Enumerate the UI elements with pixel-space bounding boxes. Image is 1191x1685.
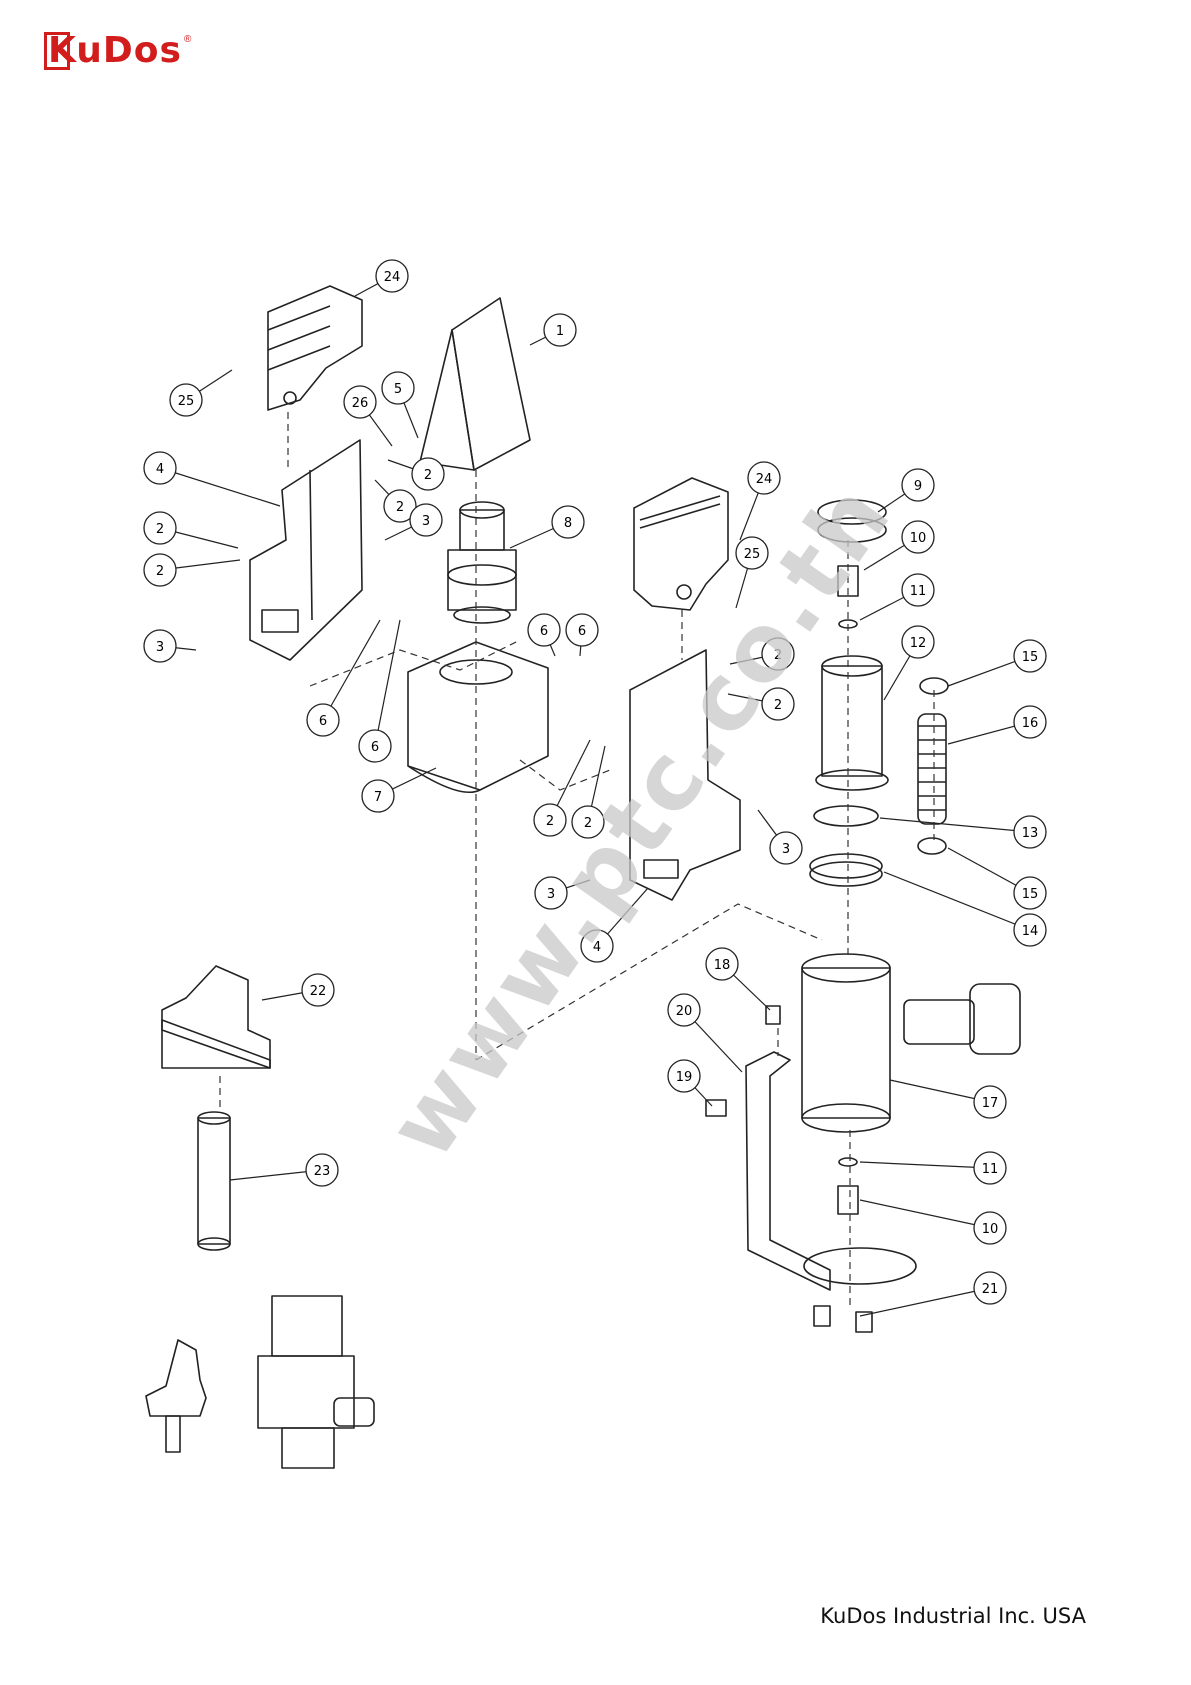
callout-15: 15 [948,640,1046,686]
callout-12: 12 [884,626,934,700]
svg-text:25: 25 [178,394,195,409]
svg-text:23: 23 [314,1164,331,1179]
assembled-tool-view [258,1296,374,1468]
callout-15: 15 [948,848,1046,909]
svg-text:18: 18 [714,958,731,973]
svg-text:9: 9 [914,479,922,494]
callout-3: 3 [758,810,802,864]
svg-text:17: 17 [982,1096,999,1111]
svg-text:24: 24 [756,472,773,487]
callout-1: 1 [530,314,576,346]
callout-2: 2 [388,458,444,490]
svg-text:22: 22 [310,984,327,999]
part-4-left-frame [250,440,362,660]
callout-23: 23 [230,1154,338,1186]
callout-6: 6 [528,614,560,656]
footer-company: KuDos Industrial Inc. USA [820,1604,1086,1628]
part-14-gland [810,854,882,886]
svg-text:15: 15 [1022,887,1039,902]
part-13-seal [814,806,878,826]
svg-text:11: 11 [910,584,927,599]
svg-text:3: 3 [422,514,430,529]
part-12-cylinder-sleeve [816,656,888,790]
svg-text:6: 6 [578,624,586,639]
callout-2: 2 [375,480,416,522]
svg-text:13: 13 [1022,826,1039,841]
callout-22: 22 [262,974,334,1006]
svg-text:2: 2 [156,564,164,579]
callout-4: 4 [144,452,280,506]
part-1-wedge [420,298,530,470]
part-8-piston [448,502,516,623]
callout-18: 18 [706,948,770,1010]
svg-text:6: 6 [319,714,327,729]
part-24-right-jaw [634,478,728,610]
svg-text:2: 2 [546,814,554,829]
part-11-oring-lower [839,1158,857,1166]
svg-text:19: 19 [676,1070,693,1085]
callout-5: 5 [382,372,418,438]
svg-text:8: 8 [564,516,572,531]
svg-text:12: 12 [910,636,927,651]
callout-6: 6 [359,620,400,762]
part-21-screws [814,1306,872,1332]
svg-text:2: 2 [396,500,404,515]
callout-2: 2 [144,554,240,586]
part-23-pin [198,1112,230,1250]
svg-text:3: 3 [782,842,790,857]
callout-21: 21 [860,1272,1006,1316]
svg-text:4: 4 [156,462,164,477]
svg-text:3: 3 [156,640,164,655]
callout-10: 10 [860,1200,1006,1244]
callout-24: 24 [740,462,780,540]
callout-24: 24 [355,260,408,296]
callout-6: 6 [566,614,598,656]
svg-text:24: 24 [384,270,401,285]
callout-6: 6 [307,620,380,736]
svg-text:5: 5 [394,382,402,397]
part-10-bolt-lower [838,1186,858,1214]
callout-3: 3 [144,630,196,662]
svg-text:2: 2 [156,522,164,537]
svg-text:15: 15 [1022,650,1039,665]
svg-text:21: 21 [982,1282,999,1297]
svg-text:7: 7 [374,790,382,805]
callout-19: 19 [668,1060,712,1106]
callout-13: 13 [880,816,1046,848]
part-16-spring [918,714,946,824]
svg-text:11: 11 [982,1162,999,1177]
assembled-jaw-view [146,1340,206,1452]
svg-text:2: 2 [424,468,432,483]
svg-text:26: 26 [352,396,369,411]
svg-text:10: 10 [982,1222,999,1237]
callout-2: 2 [144,512,238,548]
svg-text:10: 10 [910,531,927,546]
callout-25: 25 [170,370,232,416]
svg-text:1: 1 [556,324,564,339]
svg-text:20: 20 [676,1004,693,1019]
svg-text:6: 6 [371,740,379,755]
callout-7: 7 [362,768,436,812]
callout-11: 11 [860,1152,1006,1184]
part-22-stepped-jaw [162,966,270,1068]
callout-16: 16 [948,706,1046,744]
svg-text:16: 16 [1022,716,1039,731]
part-7-yoke [408,642,548,792]
part-15-spring-caps [918,678,948,854]
svg-text:14: 14 [1022,924,1039,939]
callout-17: 17 [890,1080,1006,1118]
callout-8: 8 [510,506,584,548]
svg-text:6: 6 [540,624,548,639]
